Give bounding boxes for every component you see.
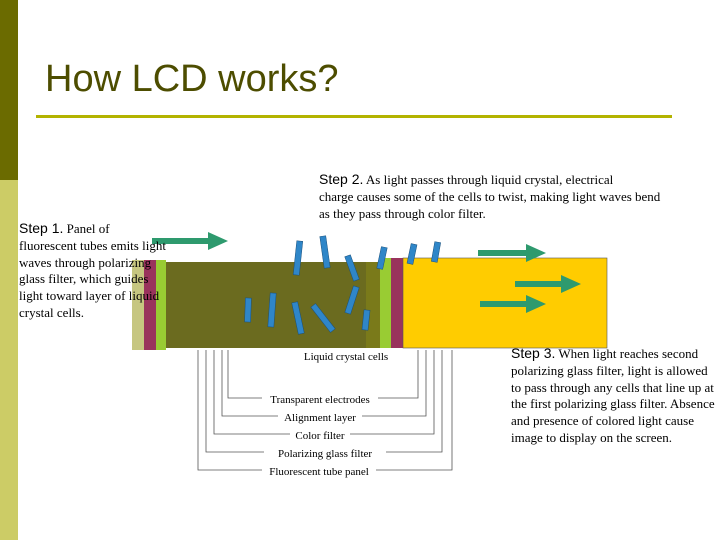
page-title: How LCD works? (45, 58, 339, 100)
crystal-7 (267, 292, 277, 328)
step-3-heading: Step 3. (511, 345, 556, 361)
leader-polarizing-right (386, 350, 443, 453)
label-alignment-layer: Alignment layer (284, 412, 356, 424)
crystal-4 (376, 246, 388, 270)
leader-color-right (350, 350, 435, 435)
crystal-2 (319, 235, 331, 269)
crystal-11 (244, 297, 252, 323)
label-color-filter: Color filter (295, 430, 345, 442)
first-polarizing-layer (144, 260, 156, 350)
label-transparent-electrodes: Transparent electrodes (270, 394, 369, 406)
step-1-heading: Step 1. (19, 220, 64, 236)
crystal-5 (406, 243, 418, 265)
liquid-crystal-panel (165, 262, 370, 348)
leader-polarizing-left (205, 350, 264, 453)
leader-tube-right (376, 350, 453, 471)
label-liquid-crystal-cells: Liquid crystal cells (304, 351, 388, 363)
leader-electrodes-right (378, 350, 419, 399)
step-2-first-line: Step 2. As light passes through liquid c… (319, 171, 664, 188)
crystal-8 (291, 301, 305, 335)
light-arrow-3 (515, 275, 581, 293)
crystal-9 (310, 303, 336, 333)
crystal-6 (431, 241, 441, 263)
fluorescent-tube-layer (132, 260, 144, 350)
leader-electrodes-left (227, 350, 262, 399)
step-2-body: charge causes some of the cells to twist… (319, 189, 661, 221)
label-fluorescent-tube-panel: Fluorescent tube panel (269, 466, 369, 478)
transparent-electrode-layer (366, 262, 382, 348)
leader-color-left (213, 350, 290, 435)
step-2-heading: Step 2. (319, 171, 364, 187)
title-divider (36, 115, 672, 118)
leader-alignment-right (362, 350, 427, 417)
step-3-body: When light reaches second polarizing gla… (511, 346, 715, 445)
alignment-layer (156, 260, 166, 350)
color-filter-layer (380, 258, 392, 348)
step-3-text: Step 3. When light reaches second polari… (511, 345, 720, 447)
crystal-12 (361, 309, 371, 331)
accent-bar-light (0, 180, 18, 540)
crystal-10 (344, 285, 360, 315)
light-arrow-4 (480, 295, 546, 313)
step-1-text: Step 1. Panel of fluorescent tubes emits… (19, 220, 169, 322)
leader-alignment-left (221, 350, 278, 417)
second-polarizing-layer (391, 258, 403, 348)
label-polarizing-glass-filter: Polarizing glass filter (278, 448, 372, 460)
leader-tube-left (197, 350, 262, 471)
crystal-3 (344, 254, 360, 282)
light-arrow-1 (152, 232, 228, 250)
crystal-1 (292, 240, 304, 276)
step-2-first-line-text: As light passes through liquid crystal, … (365, 172, 614, 187)
step-1-body: Panel of fluorescent tubes emits light w… (19, 221, 166, 320)
light-arrow-2 (478, 244, 546, 262)
accent-bar-dark (0, 0, 18, 180)
step-2-text: Step 2. As light passes through liquid c… (319, 171, 664, 222)
